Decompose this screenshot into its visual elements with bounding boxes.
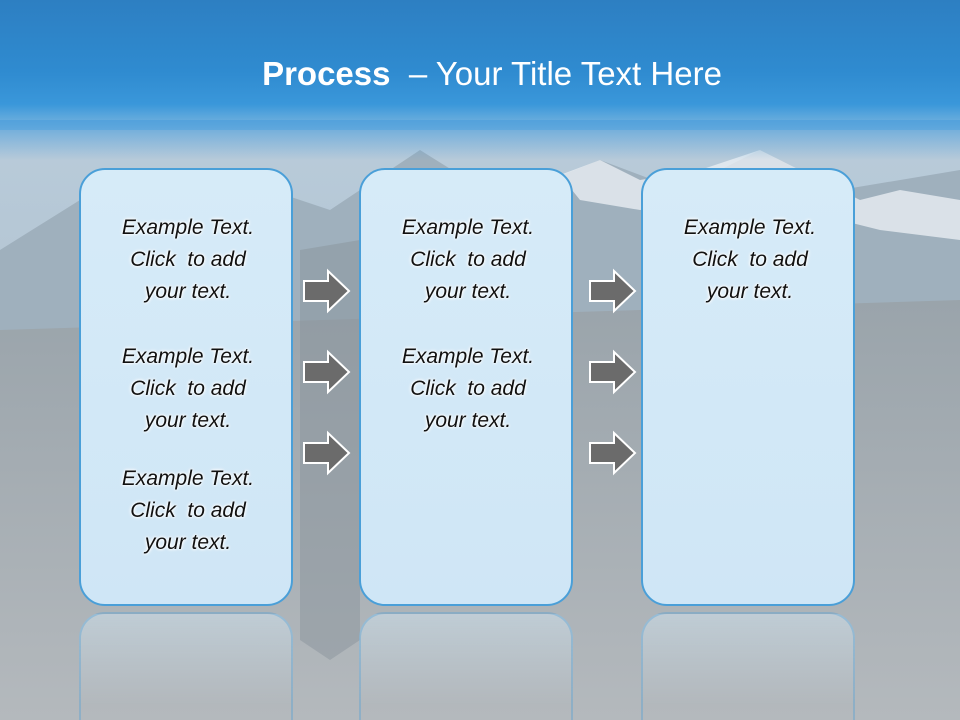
process-card-2[interactable]: Example Text. Click to add your text. Ex… [359,168,573,606]
title-bar-fade [0,120,960,160]
text-line: your text. [424,409,512,432]
text-line: your text. [144,409,232,432]
arrow-right-icon[interactable] [588,349,638,395]
arrow-right-icon[interactable] [302,430,352,476]
text-placeholder[interactable]: Example Text. Click to add your text. [643,212,857,308]
text-line: your text. [144,280,232,303]
text-line: Click to add [130,377,246,400]
slide-title-bold: Process [262,55,391,92]
slide-title-rest: – Your Title Text Here [390,55,722,92]
text-placeholder[interactable]: Example Text. Click to add your text. [81,212,295,308]
arrow-right-icon[interactable] [302,349,352,395]
text-line: Example Text. [121,216,255,239]
text-placeholder[interactable]: Example Text. Click to add your text. [361,212,575,308]
slide-title[interactable]: Process – Your Title Text Here [0,54,960,94]
arrow-right-icon[interactable] [588,268,638,314]
card-reflection [359,612,573,720]
text-line: Example Text. [121,345,255,368]
text-line: Click to add [692,248,808,271]
arrow-right-icon[interactable] [588,430,638,476]
text-line: Example Text. [121,467,255,490]
text-line: your text. [424,280,512,303]
text-line: Click to add [410,248,526,271]
text-line: Example Text. [401,216,535,239]
text-line: Click to add [130,499,246,522]
text-placeholder[interactable]: Example Text. Click to add your text. [81,341,295,437]
card-reflection [641,612,855,720]
title-bar [0,0,960,130]
text-line: Click to add [130,248,246,271]
arrow-right-icon[interactable] [302,268,352,314]
text-line: Example Text. [683,216,817,239]
text-placeholder[interactable]: Example Text. Click to add your text. [81,463,295,559]
card-reflection [79,612,293,720]
text-line: Example Text. [401,345,535,368]
text-placeholder[interactable]: Example Text. Click to add your text. [361,341,575,437]
text-line: your text. [144,531,232,554]
text-line: your text. [706,280,794,303]
process-card-3[interactable]: Example Text. Click to add your text. [641,168,855,606]
text-line: Click to add [410,377,526,400]
process-card-1[interactable]: Example Text. Click to add your text. Ex… [79,168,293,606]
